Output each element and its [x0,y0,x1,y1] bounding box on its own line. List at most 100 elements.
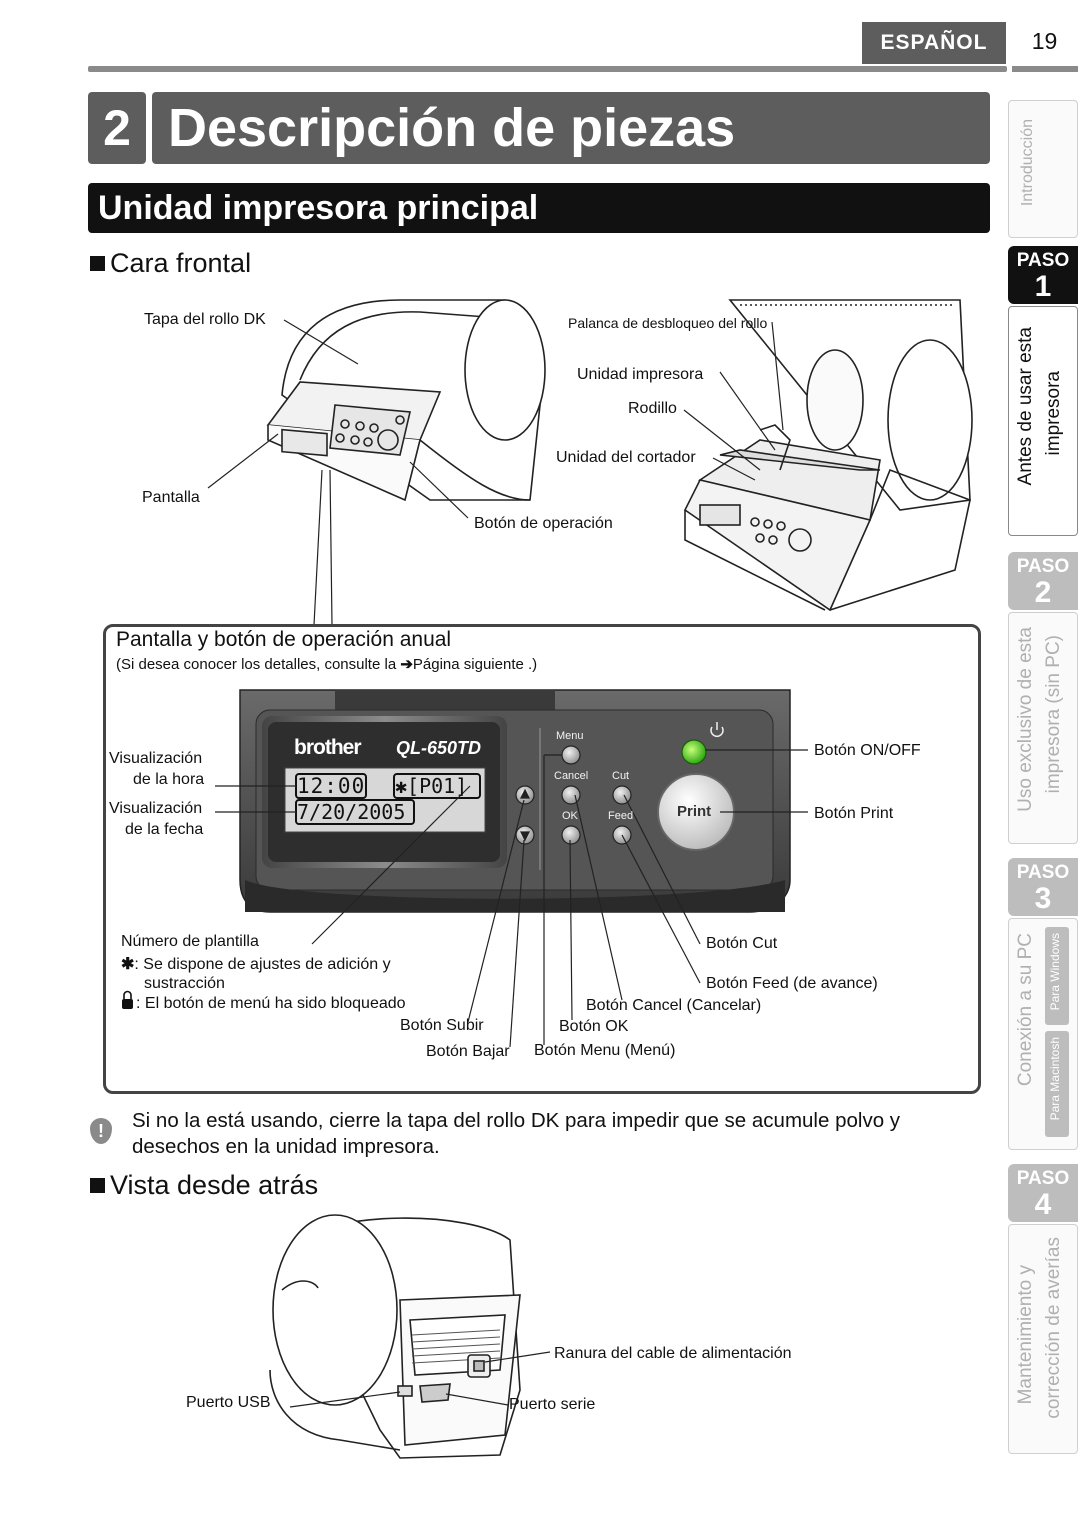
back-illustration [269,1214,551,1459]
label-power-slot: Ranura del cable de alimentación [554,1345,792,1362]
lcd-date: 7/20/2005 [297,800,406,824]
sidebar-paso-2-tab[interactable]: PASO 2 [1008,552,1078,610]
front-leader-lines [207,319,784,626]
sidebar-paso-4-tab[interactable]: PASO 4 [1008,1164,1078,1222]
arrow-right-icon: ➔ [400,656,413,673]
language-tab: ESPAÑOL [862,22,1006,64]
sidebar-intro-box[interactable]: Introducción [1008,100,1078,238]
sidebar-paso-1-tab[interactable]: PASO 1 [1008,246,1078,304]
label-on-off: Botón ON/OFF [814,742,921,759]
panel-note-text: (Si desea conocer los detalles, consulte… [116,656,401,673]
label-ok: Botón OK [559,1018,629,1035]
label-usb: Puerto USB [186,1394,271,1411]
label-release-lever: Palanca de desbloqueo del rollo [568,315,768,331]
device-body [239,689,791,913]
label-template-star-text: : Se dispone de ajustes de adición y [134,956,391,973]
sidebar-mac-tab[interactable]: Para Macintosh [1045,1031,1069,1137]
sidebar-step-3-box[interactable]: Conexión a su PC Para Windows Para Macin… [1008,918,1078,1150]
lcd-template: ✱[P01] [395,774,468,798]
back-leader-lines [289,1351,551,1408]
sidebar-step-1-line2: impresora [1043,371,1064,456]
label-operation-button: Botón de operación [474,515,613,532]
panel-note: (Si desea conocer los detalles, consulte… [116,655,537,673]
label-template-star-2: sustracción [144,975,225,992]
label-date-display-2: de la fecha [125,821,204,838]
front-illustration [207,299,973,626]
paso-number: 4 [1034,1188,1052,1221]
header-rule [88,66,1007,72]
label-roller: Rodillo [628,400,677,417]
section-title: Unidad impresora principal [88,183,990,233]
brand-logo-text: brother [294,736,361,759]
front-heading: Cara frontal [90,248,251,279]
bullet-square-icon [90,1178,105,1193]
sidebar-step-4-box[interactable]: Mantenimiento y corrección de averías [1008,1224,1078,1454]
sidebar-windows-tab[interactable]: Para Windows [1045,927,1069,1025]
asterisk-icon: ✱ [121,956,135,973]
sidebar-step-1-line1: Antes de usar esta [1015,327,1036,486]
sidebar-step-2-box[interactable]: Uso exclusivo de esta impresora (sin PC) [1008,612,1078,844]
panel-illustration [122,689,808,1048]
label-date-display-1: Visualización [109,800,203,817]
paso-word: PASO [1016,556,1070,577]
warning-icon: ! [90,1118,112,1144]
panel-title: Pantalla y botón de operación anual [116,628,452,651]
sidebar-paso-3-tab[interactable]: PASO 3 [1008,858,1078,916]
panel-leader-lines [215,749,808,1048]
sidebar-step-4-line1: Mantenimiento y [1015,1265,1036,1405]
device-btn-cut-label: Cut [612,770,630,782]
warning-text: Si no la está usando, cierre la tapa del… [132,1109,901,1158]
label-cutter-unit: Unidad del cortador [556,449,696,466]
back-heading-text: Vista desde atrás [110,1170,319,1200]
page-number: 19 [1031,28,1058,54]
power-icon [710,722,724,737]
device-btn-menu-label: Menu [556,730,584,742]
label-time-display-1: Visualización [109,750,203,767]
paso-word: PASO [1016,862,1070,883]
label-cancel: Botón Cancel (Cancelar) [586,997,762,1014]
paso-number: 3 [1034,882,1052,915]
label-template-star: ✱: Se dispone de ajustes de adición y [121,954,391,974]
back-heading: Vista desde atrás [90,1170,318,1201]
label-dk-cover: Tapa del rollo DK [144,311,266,328]
device-btn-ok-label: OK [562,810,578,822]
label-down: Botón Bajar [426,1043,510,1060]
printer-open-drawing [683,299,973,612]
device-btn-cancel-label: Cancel [554,770,589,782]
label-cut: Botón Cut [706,935,778,952]
paso-number: 2 [1034,576,1052,609]
sidebar-mac-label: Para Macintosh [1048,1037,1062,1121]
label-template-number: Número de plantilla [121,933,259,950]
paso-word: PASO [1016,1168,1070,1189]
lock-icon [122,990,133,1009]
sidebar-step-3-line1: Conexión a su PC [1015,933,1036,1087]
lcd-time: 12:00 [297,774,366,798]
label-feed: Botón Feed (de avance) [706,975,878,992]
label-print: Botón Print [814,805,894,822]
sidebar-step-4-line2: corrección de averías [1043,1237,1064,1419]
sidebar-step-1-box[interactable]: Antes de usar esta impresora [1008,306,1078,536]
label-serial: Puerto serie [509,1396,596,1413]
label-print-unit: Unidad impresora [577,366,704,383]
printer-closed-drawing [266,299,546,502]
sidebar-step-2-line1: Uso exclusivo de esta [1015,627,1036,812]
front-heading-text: Cara frontal [110,248,252,278]
label-template-lock: : El botón de menú ha sido bloqueado [136,995,406,1012]
control-panel-box [103,624,981,1094]
label-up: Botón Subir [400,1017,484,1034]
sidebar-step-2-line2: impresora (sin PC) [1043,635,1064,794]
panel-note-link: Página siguiente .) [412,656,538,673]
label-display: Pantalla [142,489,200,506]
chapter-title: Descripción de piezas [152,92,990,164]
model-name: QL-650TD [396,738,482,758]
sidebar-intro-label: Introducción [1019,119,1036,207]
bullet-square-icon [90,256,105,271]
device-btn-print-label: Print [677,803,712,820]
paso-word: PASO [1016,250,1070,271]
label-time-display-2: de la hora [133,771,205,788]
paso-number: 1 [1034,270,1052,303]
device-btn-feed-label: Feed [608,810,634,822]
header-rule-right [1012,66,1078,72]
sidebar-windows-label: Para Windows [1048,933,1062,1011]
printer-back-drawing [269,1214,521,1459]
